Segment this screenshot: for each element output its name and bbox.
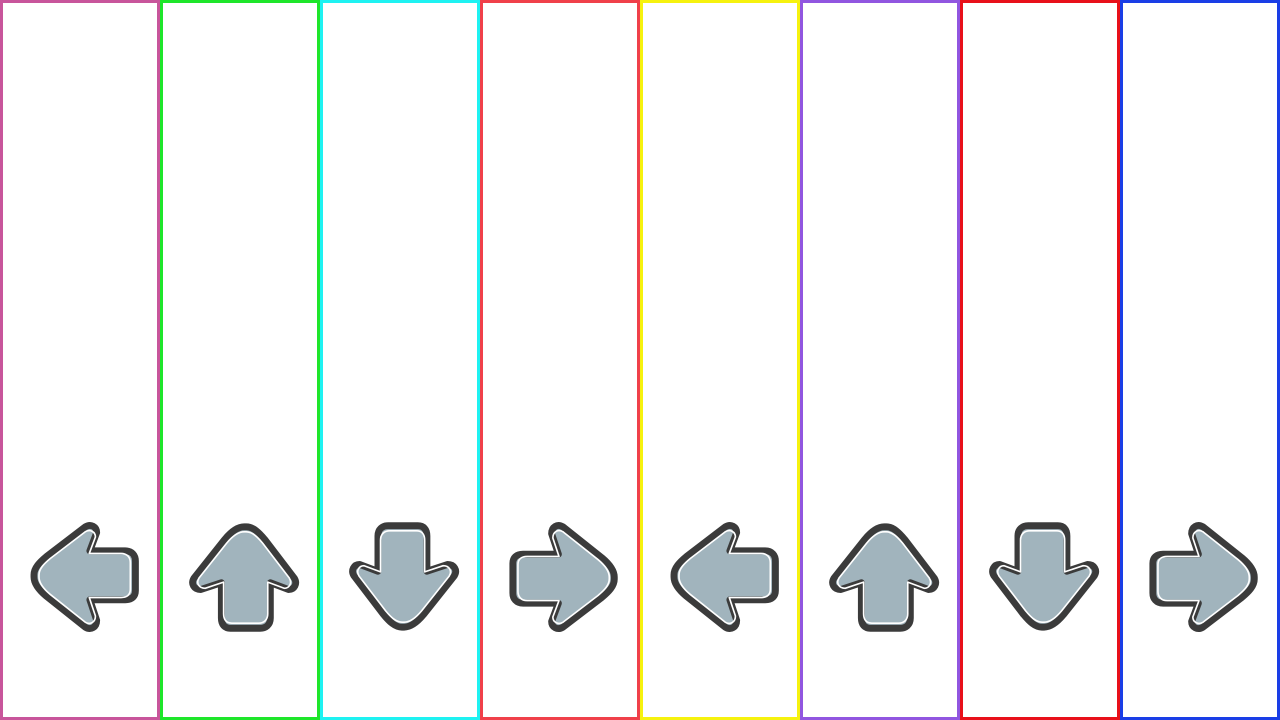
lane-right-8: [1120, 0, 1280, 720]
receptor-down-3[interactable]: [346, 520, 460, 634]
arrow-right-icon: [1149, 522, 1258, 632]
arrow-up-icon: [189, 523, 300, 632]
lane-down-7: [960, 0, 1120, 720]
arrow-down-icon: [349, 522, 460, 631]
lane-right-4: [480, 0, 640, 720]
lane-down-3: [320, 0, 480, 720]
arrow-left-icon: [670, 522, 779, 632]
receptor-up-2[interactable]: [186, 520, 300, 634]
lane-left-1: [0, 0, 160, 720]
arrow-right-icon: [509, 522, 618, 632]
arrow-left-icon: [30, 522, 139, 632]
arrow-up-icon: [829, 523, 940, 632]
arrow-down-icon: [989, 522, 1100, 631]
lane-up-2: [160, 0, 320, 720]
receptor-right-4[interactable]: [506, 520, 620, 634]
receptor-up-6[interactable]: [826, 520, 940, 634]
lane-up-6: [800, 0, 960, 720]
lane-left-5: [640, 0, 800, 720]
receptor-left-1[interactable]: [26, 520, 140, 634]
receptor-down-7[interactable]: [986, 520, 1100, 634]
receptor-left-5[interactable]: [666, 520, 780, 634]
receptor-right-8[interactable]: [1146, 520, 1260, 634]
